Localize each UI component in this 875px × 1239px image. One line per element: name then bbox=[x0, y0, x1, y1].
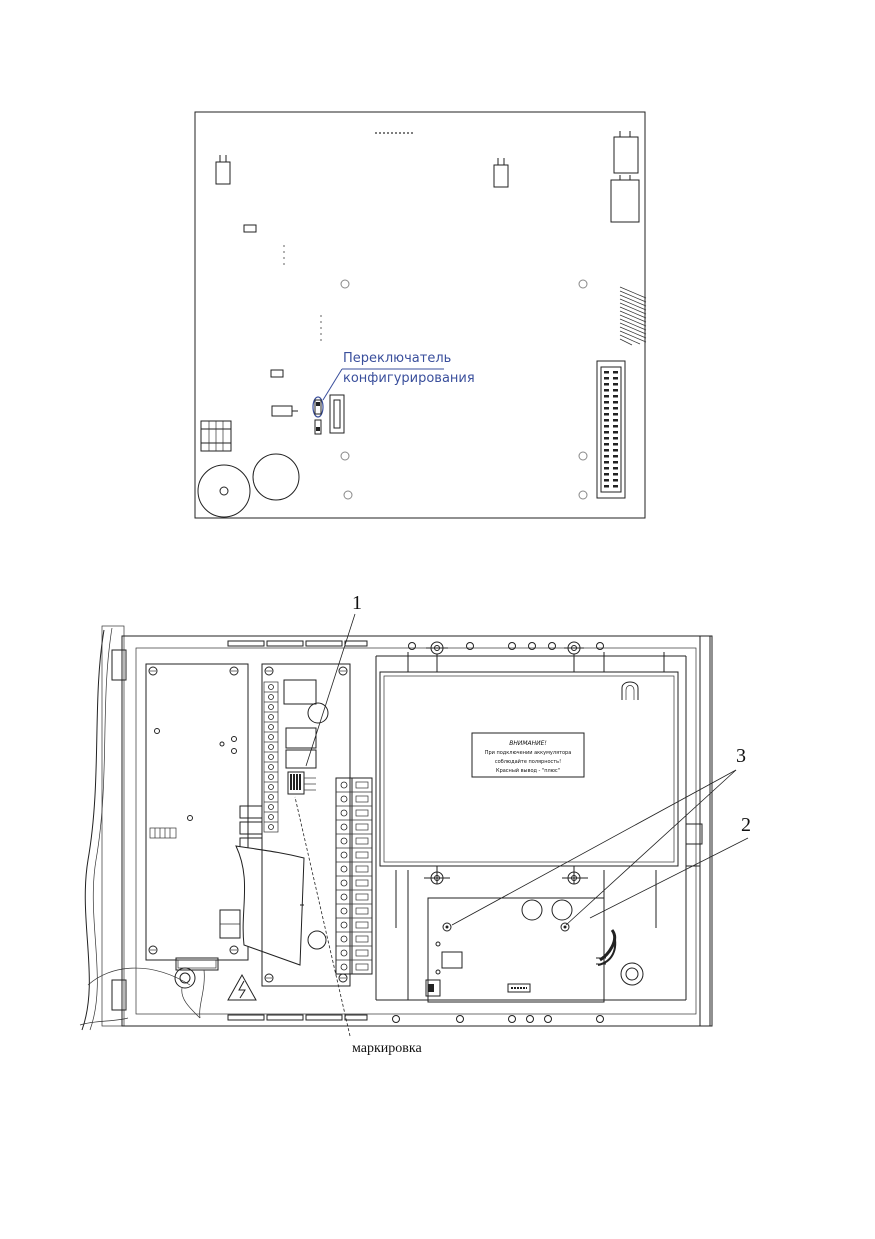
warning-line3: Красный вывод - "плюс" bbox=[496, 767, 560, 774]
header-connector bbox=[596, 360, 626, 499]
smd-component bbox=[270, 369, 284, 378]
battery-cables bbox=[596, 929, 644, 986]
callout-3-leader-a bbox=[451, 769, 737, 926]
transistor bbox=[271, 405, 298, 417]
battery bbox=[379, 647, 679, 885]
relay-top-right bbox=[610, 131, 640, 223]
callout-2-leader bbox=[589, 837, 749, 919]
mounting-holes bbox=[340, 279, 588, 500]
warning-plate: ВНИМАНИЕ! При подключении аккумулятора с… bbox=[471, 732, 585, 778]
terminal-block-small bbox=[200, 420, 232, 452]
warning-title: ВНИМАНИЕ! bbox=[509, 740, 547, 747]
interface-module bbox=[425, 897, 605, 1003]
housing-inner bbox=[135, 647, 697, 1015]
dot-column bbox=[283, 245, 322, 341]
capacitor-middle bbox=[493, 158, 509, 188]
board-outline bbox=[194, 111, 646, 519]
callout-1-leader bbox=[305, 613, 356, 767]
top-pad-row bbox=[375, 132, 413, 134]
vent-slots-top bbox=[227, 640, 368, 647]
buzzer bbox=[197, 464, 251, 518]
callout-2: 2 bbox=[741, 814, 751, 836]
callout-1: 1 bbox=[352, 592, 362, 614]
config-switch bbox=[312, 368, 444, 435]
enclosure-view: ВНИМАНИЕ! При подключении аккумулятора с… bbox=[79, 592, 751, 1056]
warning-line2: соблюдайте полярность! bbox=[495, 758, 561, 765]
capacitor-left bbox=[215, 155, 231, 185]
high-voltage-warning-icon bbox=[227, 973, 257, 1001]
housing-right-edge bbox=[699, 635, 713, 1027]
enclosure-door bbox=[79, 625, 191, 1031]
smd-component bbox=[243, 224, 257, 233]
marking-leader bbox=[294, 796, 351, 1037]
circuit-board-view: Переключатель конфигурирования bbox=[194, 111, 647, 519]
terminal-strip bbox=[335, 777, 373, 975]
battery-cell bbox=[252, 453, 300, 501]
switch-label-line2: конфигурирования bbox=[343, 371, 475, 386]
partition bbox=[375, 652, 703, 1001]
vent-slots-bottom bbox=[227, 1014, 368, 1021]
callout-3-leader-b bbox=[565, 769, 737, 926]
housing-outline bbox=[121, 635, 711, 1027]
config-dip-switch bbox=[287, 771, 316, 795]
bottom-terminal bbox=[174, 957, 219, 1019]
marking-label: маркировка bbox=[352, 1041, 422, 1056]
bottom-holes bbox=[392, 1015, 604, 1023]
warning-line1: При подключении аккумулятора bbox=[485, 750, 572, 756]
slot-connector bbox=[329, 394, 345, 434]
controller-board bbox=[261, 663, 351, 987]
ribbon-wires bbox=[619, 286, 647, 346]
callout-3: 3 bbox=[736, 745, 746, 767]
switch-label-line1: Переключатель bbox=[343, 351, 451, 366]
ribbon-cable bbox=[235, 845, 305, 966]
